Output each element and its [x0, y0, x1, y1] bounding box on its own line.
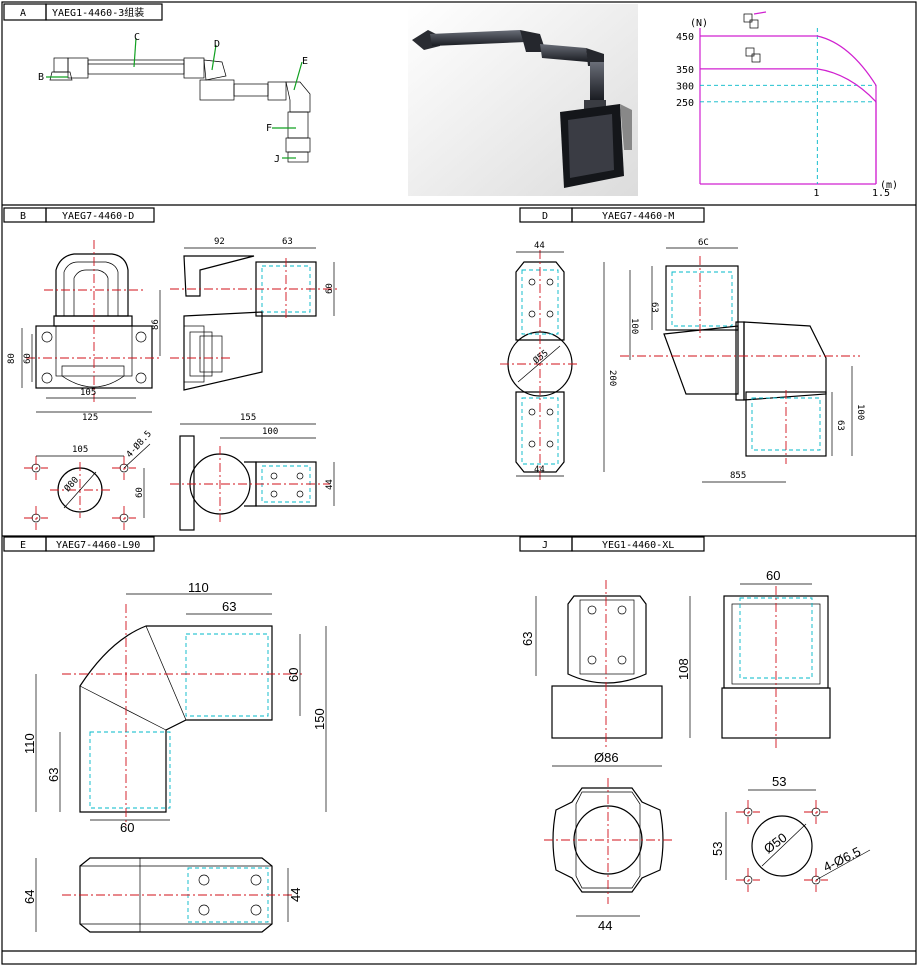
- marker-f: F: [266, 123, 272, 134]
- dim-b-80: 80: [7, 353, 17, 364]
- dim-e-64: 64: [22, 890, 37, 904]
- part-j-side-view: 60: [721, 568, 831, 750]
- dim-d-63b: 63: [835, 420, 845, 431]
- part-j-hole-pattern: 53 53 Ø50 4-Ø6.5: [710, 774, 871, 892]
- part-b-hole-pattern: Ø80 105 60 4-Ø8.5: [24, 428, 154, 530]
- dim-e-150: 150: [312, 708, 327, 730]
- chart-y-tick-1: 350: [676, 65, 694, 76]
- chart-y-tick-2: 300: [676, 81, 694, 92]
- dim-d-100b: 100: [855, 404, 865, 420]
- section-a-header: A YAEG1-4460-3组装: [3, 3, 163, 21]
- dim-b-44: 44: [325, 479, 335, 490]
- dim-j-53b: 53: [710, 842, 725, 856]
- section-b-letter: B: [20, 211, 26, 222]
- marker-d: D: [214, 39, 220, 50]
- section-d-letter: D: [542, 211, 548, 222]
- dim-b-60b: 60: [135, 487, 145, 498]
- dim-d-100: 100: [629, 318, 639, 334]
- part-b-top-view: 155 100 44: [170, 413, 335, 531]
- part-j-front-view: 63 108 Ø86: [520, 580, 691, 767]
- assembly-schematic: B C D E F J: [38, 32, 311, 165]
- dim-j-44: 44: [598, 918, 612, 933]
- dim-e-110b: 110: [22, 733, 37, 754]
- chart-y-tick-0: 450: [676, 32, 694, 43]
- dim-b-92: 92: [214, 237, 225, 247]
- section-d-header: D YAEG7-4460-M: [519, 207, 705, 223]
- dim-e-60: 60: [286, 668, 301, 682]
- dim-j-63: 63: [520, 632, 535, 646]
- section-j-title: YEG1-4460-XL: [602, 540, 674, 551]
- dim-j-hole: 4-Ø6.5: [821, 844, 863, 875]
- dim-j-60: 60: [766, 568, 780, 583]
- dim-d-60: 6C: [698, 238, 709, 248]
- part-e-top-view: 64 44: [22, 857, 303, 933]
- marker-c: C: [134, 32, 140, 43]
- dim-j-108: 108: [676, 658, 691, 680]
- section-a-title: YAEG1-4460-3组装: [52, 6, 144, 19]
- dim-b-60a: 60: [23, 353, 33, 364]
- dim-d-200: 200: [607, 370, 617, 386]
- dim-j-dia86: Ø86: [594, 750, 619, 765]
- dim-b-dia80: Ø80: [62, 475, 81, 494]
- chart-series-1: [700, 68, 877, 184]
- dim-d-44: 44: [534, 241, 545, 251]
- dim-e-110: 110: [188, 580, 209, 595]
- section-j-letter: J: [542, 540, 548, 551]
- chart-y-tick-3: 250: [676, 98, 694, 109]
- chart-x-tick-1: 1.5: [872, 188, 890, 199]
- section-b-title: YAEG7-4460-D: [62, 211, 134, 222]
- dim-b-105: 105: [80, 388, 96, 398]
- section-e-letter: E: [20, 540, 26, 551]
- part-d-side-view: 6C 63 100 100 63 855: [620, 238, 865, 483]
- weight-icon-mid: [745, 47, 761, 63]
- part-b-side-view: 92 63 60: [170, 237, 340, 391]
- weight-icon-top: [743, 11, 767, 29]
- dim-e-60b: 60: [120, 820, 134, 835]
- chart-series-0: [700, 35, 877, 184]
- section-e-header: E YAEG7-4460-L90: [3, 536, 155, 552]
- dim-b-86: 86: [151, 319, 161, 330]
- section-e-title: YAEG7-4460-L90: [56, 540, 140, 551]
- part-b-front-view: [26, 240, 162, 404]
- dim-b-63: 63: [282, 237, 293, 247]
- dim-d-44b: 44: [534, 465, 545, 475]
- section-d-title: YAEG7-4460-M: [602, 211, 674, 222]
- dim-b-105b: 105: [72, 445, 88, 455]
- load-chart: (N) (m) 450 350 300 250 1 1.5: [676, 11, 898, 199]
- marker-j: J: [274, 154, 280, 165]
- part-d-front-view: 44 44 Ø55 200: [500, 241, 617, 482]
- section-j-header: J YEG1-4460-XL: [519, 536, 705, 552]
- product-render: [408, 4, 638, 196]
- chart-ylabel: (N): [690, 18, 708, 29]
- dim-b-60: 60: [325, 283, 335, 294]
- chart-x-tick-0: 1: [813, 188, 819, 199]
- marker-e: E: [302, 56, 308, 67]
- dim-e-63: 63: [222, 599, 236, 614]
- part-e-front-view: 110 63 60 150 110 63 60: [22, 580, 327, 835]
- dim-b-155: 155: [240, 413, 256, 423]
- dim-d-855: 855: [730, 471, 746, 481]
- part-j-top-view: 44: [544, 778, 672, 933]
- section-b-header: B YAEG7-4460-D: [3, 207, 155, 223]
- part-b-front-dims: 105 125 80 60 86: [7, 290, 161, 423]
- dim-b-125: 125: [82, 413, 98, 423]
- dim-j-53: 53: [772, 774, 786, 789]
- dim-b-100: 100: [262, 427, 278, 437]
- marker-b: B: [38, 72, 44, 83]
- dim-d-63: 63: [649, 302, 659, 313]
- dim-j-dia50: Ø50: [761, 830, 790, 857]
- dim-e-63b: 63: [46, 768, 61, 782]
- dim-e-44: 44: [288, 888, 303, 902]
- chart-xlabel: (m): [880, 180, 898, 191]
- section-a-letter: A: [20, 8, 26, 19]
